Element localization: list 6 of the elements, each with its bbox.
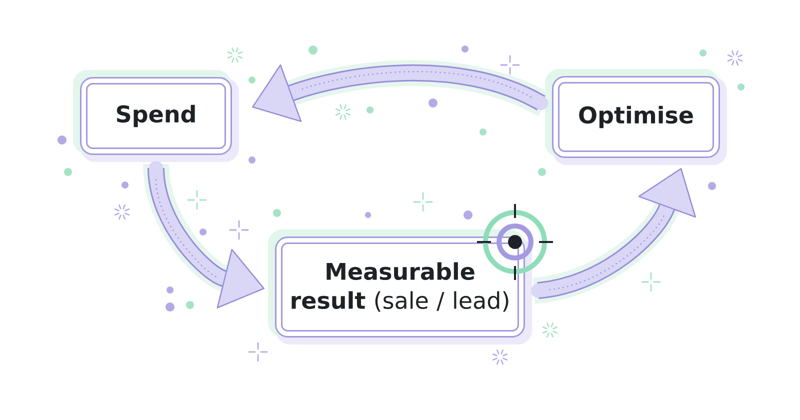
process-box: Optimise: [545, 69, 727, 165]
curved-arrow: [143, 161, 264, 308]
curved-arrow: [252, 60, 550, 122]
curved-arrow: [530, 168, 696, 304]
process-box: Spend: [73, 70, 239, 162]
process-box: Measurable result (sale / lead): [268, 230, 532, 344]
